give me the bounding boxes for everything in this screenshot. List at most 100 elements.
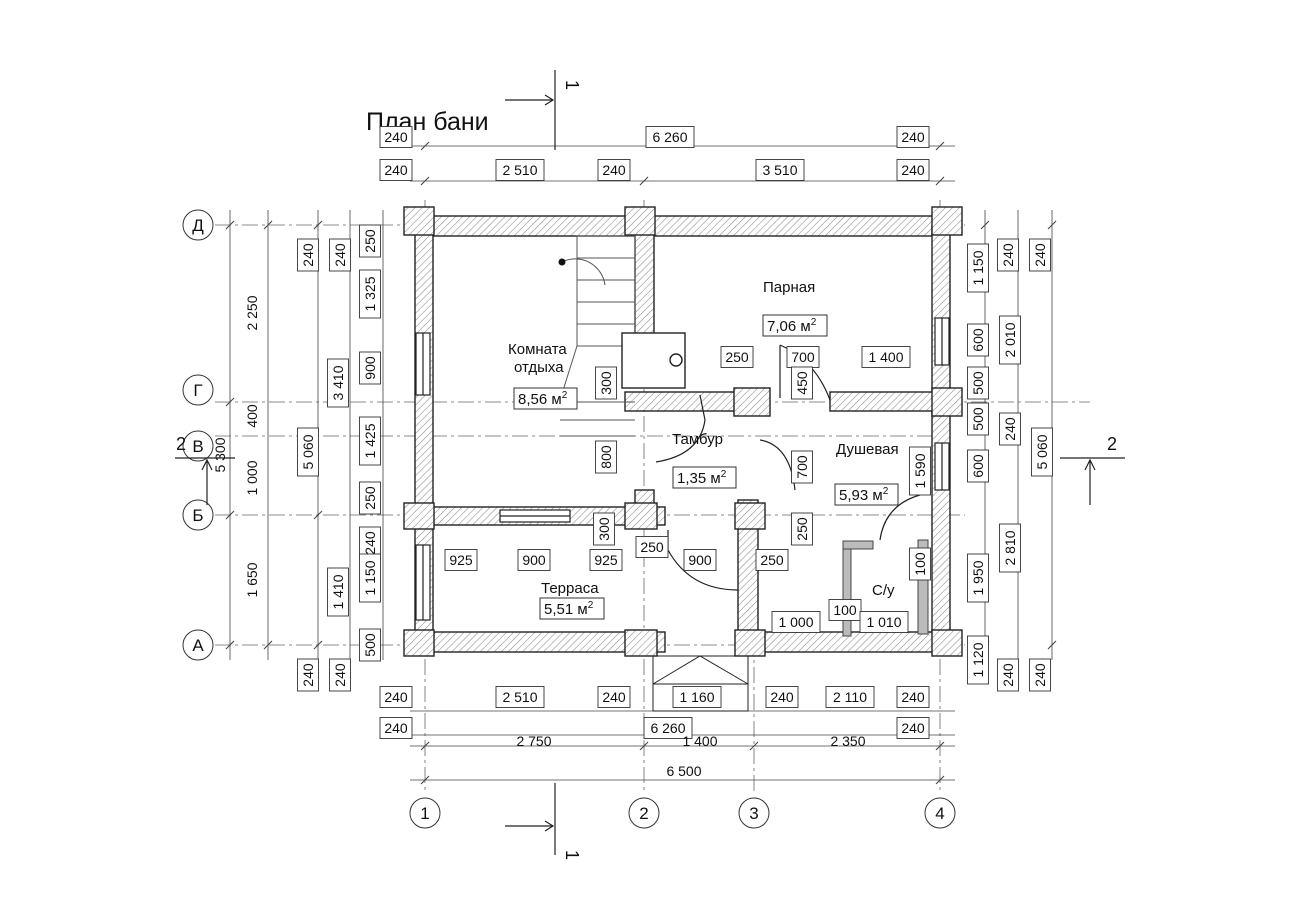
dimension-value: 240 bbox=[332, 243, 348, 267]
dimension-label: 2 750 bbox=[516, 733, 551, 749]
axis-bubble-col-3 bbox=[738, 797, 770, 829]
dimension-label: 240 bbox=[896, 126, 930, 148]
dimension-label: 500 bbox=[359, 628, 381, 662]
vestibule-name: Тамбур bbox=[672, 431, 723, 448]
dimension-value: 1 650 bbox=[244, 562, 260, 597]
dimension-label: 3 410 bbox=[327, 358, 349, 408]
dimension-label: 6 260 bbox=[643, 717, 693, 739]
dimension-label: 400 bbox=[244, 404, 260, 428]
dimension-value: 240 bbox=[770, 689, 794, 705]
dimension-label: 2 250 bbox=[244, 295, 260, 330]
dimension-value: 240 bbox=[901, 720, 925, 736]
dimension-label: 900 bbox=[359, 351, 381, 385]
dimension-value: 5 060 bbox=[300, 434, 316, 469]
dimension-value: 1 010 bbox=[866, 614, 901, 630]
dimension-label: 1 400 bbox=[861, 346, 911, 368]
staircase bbox=[559, 235, 636, 437]
dimension-label: 250 bbox=[720, 346, 754, 368]
dimension-value: 250 bbox=[640, 539, 664, 555]
dimension-label: 2 010 bbox=[999, 315, 1021, 365]
dimension-value: 900 bbox=[362, 356, 378, 380]
windows bbox=[415, 317, 950, 621]
dimension-label: 240 bbox=[997, 238, 1019, 272]
dimension-label: 240 bbox=[1029, 238, 1051, 272]
dimension-value: 1 150 bbox=[362, 560, 378, 595]
dimension-value: 100 bbox=[912, 552, 928, 576]
dimension-label: 240 bbox=[896, 159, 930, 181]
dimension-label: 700 bbox=[791, 450, 813, 484]
dimension-label: 1 150 bbox=[967, 243, 989, 293]
dimension-value: 6 260 bbox=[650, 720, 685, 736]
dimension-value: 2 810 bbox=[1002, 530, 1018, 565]
dimension-label: 1 950 bbox=[967, 553, 989, 603]
dimension-label: 250 bbox=[755, 549, 789, 571]
axis-bubble-col-4 bbox=[924, 797, 956, 829]
dimension-value: 6 260 bbox=[652, 129, 687, 145]
dimension-value: 1 325 bbox=[362, 276, 378, 311]
section-2-label-right: 2 bbox=[1107, 434, 1117, 454]
dimension-value: 100 bbox=[833, 602, 857, 618]
dimension-value: 2 350 bbox=[830, 733, 865, 749]
dimension-label: 1 010 bbox=[859, 611, 909, 633]
dimension-label: 240 bbox=[329, 238, 351, 272]
dimension-value: 240 bbox=[602, 689, 626, 705]
dimension-value: 700 bbox=[794, 455, 810, 479]
dimension-value: 2 010 bbox=[1002, 322, 1018, 357]
axis-bubble-row-2 bbox=[182, 374, 214, 406]
dimension-label: 1 400 bbox=[682, 733, 717, 749]
axis-row-label: Г bbox=[193, 381, 202, 400]
dimension-value: 925 bbox=[449, 552, 473, 568]
dimension-value: 1 425 bbox=[362, 423, 378, 458]
wc-partition bbox=[842, 539, 929, 637]
dimension-label: 500 bbox=[967, 402, 989, 436]
rest-room-name-2: отдыха bbox=[514, 359, 564, 376]
terrace-step bbox=[652, 655, 749, 712]
dimension-label: 600 bbox=[967, 449, 989, 483]
dimension-label: 300 bbox=[595, 366, 617, 400]
dimension-label: 240 bbox=[379, 126, 413, 148]
section-labels: 1 1 2 2 bbox=[176, 80, 1117, 860]
axis-bubble-row-5 bbox=[182, 629, 214, 661]
dimension-value: 700 bbox=[791, 349, 815, 365]
dimension-label: 2 350 bbox=[830, 733, 865, 749]
dimension-value: 250 bbox=[760, 552, 784, 568]
dimension-value: 1 590 bbox=[912, 453, 928, 488]
dimension-label: 1 120 bbox=[967, 635, 989, 685]
dimension-value: 240 bbox=[1032, 243, 1048, 267]
dimension-value: 1 950 bbox=[970, 560, 986, 595]
dimension-value: 240 bbox=[901, 689, 925, 705]
shower-room-name: Душевая bbox=[836, 441, 899, 458]
dimension-label: 240 bbox=[379, 717, 413, 739]
axis-col-label: 4 bbox=[935, 804, 944, 823]
room-labels: Комната отдыха 8,56 м2 Парная 7,06 м2 Та… bbox=[508, 279, 899, 620]
dimension-value: 300 bbox=[598, 371, 614, 395]
rest-room-name: Комната bbox=[508, 341, 567, 358]
dimension-label: 500 bbox=[967, 366, 989, 400]
dimension-value: 1 410 bbox=[330, 574, 346, 609]
axis-col-label: 1 bbox=[420, 804, 429, 823]
dimension-value: 450 bbox=[794, 371, 810, 395]
dimension-label: 2 110 bbox=[825, 686, 875, 708]
dimension-value: 240 bbox=[362, 531, 378, 555]
sauna-stove bbox=[621, 332, 686, 389]
axis-bubble-row-1 bbox=[182, 209, 214, 241]
dimension-label: 250 bbox=[635, 536, 669, 558]
dimension-label: 925 bbox=[444, 549, 478, 571]
stair-start-marker bbox=[558, 258, 566, 266]
section-2-label-left: 2 bbox=[176, 434, 186, 454]
dimension-label: 1 000 bbox=[771, 611, 821, 633]
dimension-value: 500 bbox=[970, 407, 986, 431]
dimension-value: 500 bbox=[970, 371, 986, 395]
dimension-label: 250 bbox=[359, 481, 381, 515]
dimension-label: 240 bbox=[997, 658, 1019, 692]
dimension-value: 240 bbox=[1000, 243, 1016, 267]
dimension-label: 240 bbox=[297, 658, 319, 692]
section-1-label-top: 1 bbox=[562, 80, 582, 90]
section-1-label-bottom: 1 bbox=[562, 850, 582, 860]
terrace-area: 5,51 м2 bbox=[544, 600, 594, 618]
axis-bubble-row-4 bbox=[182, 499, 214, 531]
axis-labels: Д Г В Б А 1 2 3 4 bbox=[192, 216, 944, 823]
dimension-value: 2 110 bbox=[833, 689, 867, 705]
dimension-label: 1 650 bbox=[244, 562, 260, 597]
